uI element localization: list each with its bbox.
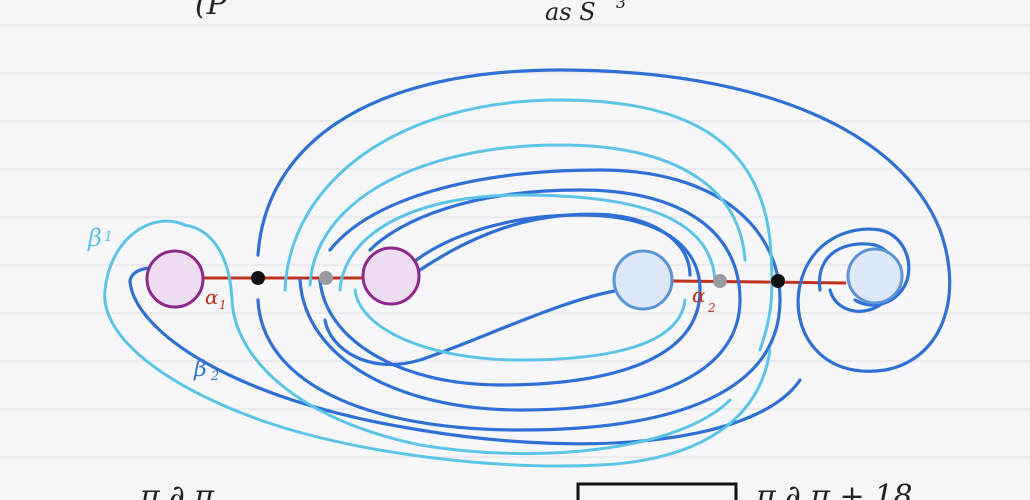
purple-disk-right — [361, 246, 421, 306]
beta1-curve — [103, 98, 774, 468]
footer-boxed-term — [576, 482, 738, 500]
black-intersection-right — [771, 274, 785, 288]
alpha1-subscript: 1 — [219, 298, 227, 312]
black-intersection-left — [251, 271, 265, 285]
alpha1-label: α — [205, 285, 219, 309]
gray-intersection-left — [319, 271, 333, 285]
beta2-subscript: 2 — [210, 369, 219, 384]
curve-labels: α 1 α 2 β 1 β 2 — [87, 224, 716, 384]
purple-disk-left — [145, 249, 205, 309]
blue-disk-right — [846, 247, 904, 305]
beta2-label: β — [193, 357, 207, 382]
footer-left-fragment: π ∂ π — [139, 479, 215, 500]
gray-intersection-right — [713, 274, 727, 288]
alpha2-subscript: 2 — [707, 301, 716, 315]
blue-disk-left — [612, 249, 674, 311]
header-left-fragment: (P — [195, 0, 228, 22]
header-superscript: 3 — [616, 0, 626, 12]
beta2-curve — [128, 68, 952, 446]
disks — [145, 246, 904, 311]
footer-right-fragment: π ∂ π + 18 — [755, 479, 912, 500]
beta1-subscript: 1 — [104, 229, 113, 245]
beta1-label: β — [87, 224, 102, 252]
header-right-fragment: as S — [545, 0, 596, 26]
alpha2-label: α — [692, 283, 706, 307]
intersection-points — [251, 271, 785, 288]
ruled-lines — [0, 24, 1030, 458]
